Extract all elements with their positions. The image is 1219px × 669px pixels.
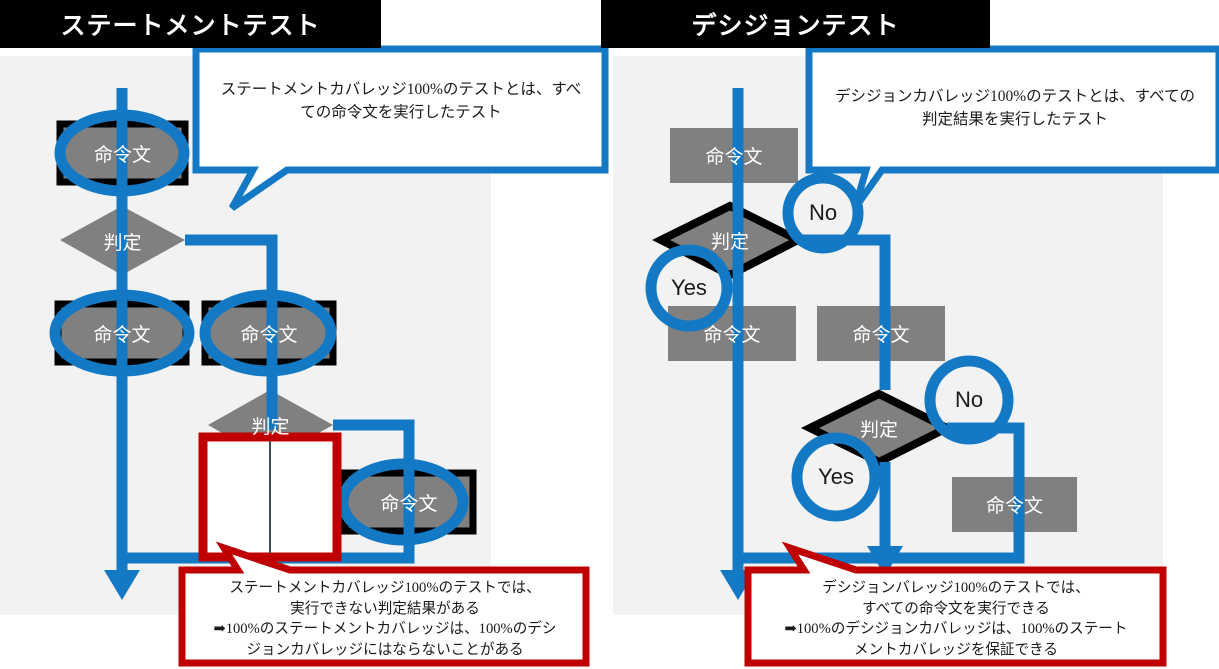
branch-label-decision-2-no: No <box>954 387 984 412</box>
callout-line: ての命令文を実行したテスト <box>300 104 502 122</box>
left-top-callout-frame <box>192 45 609 211</box>
callout-line: ジョンカバレッジにはならないことがある <box>246 642 524 659</box>
ellipse-process-4 <box>337 458 469 546</box>
ellipse-process-3 <box>199 289 337 377</box>
callout-line: 実行できない判定結果がある <box>290 600 480 617</box>
callout-line: デシジョンカバレッジ100%のテストとは、すべての <box>835 88 1195 105</box>
branch-label-decision-2-yes: Yes <box>818 464 854 489</box>
circle-decision-2-no <box>924 355 1014 445</box>
panel-title-text: デシジョンテスト <box>691 12 900 40</box>
circle-decision-2-yes <box>791 432 881 522</box>
circle-decision-1-yes <box>645 244 733 332</box>
right-branch-circles <box>645 172 1014 522</box>
right-top-callout-text: デシジョンカバレッジ100%のテストとは、すべての 判定結果を実行したテスト <box>820 85 1210 132</box>
ellipse-process-1 <box>54 109 190 197</box>
left-flow-arrowhead <box>104 570 140 600</box>
right-process-2-shape <box>668 306 796 361</box>
right-branch-arrowhead <box>867 546 903 576</box>
callout-line: ➡100%のステートメントカバレッジは、100%のデシ <box>213 621 557 638</box>
circle-decision-1-no <box>782 172 864 254</box>
ellipse-process-2 <box>49 289 195 377</box>
callout-line: 判定結果を実行したテスト <box>921 111 1108 129</box>
callout-line: ➡100%のデシジョンカバレッジは、100%のステート <box>784 621 1128 638</box>
panel-title-decision-test: デシジョンテスト <box>601 0 990 48</box>
right-bottom-callout-frame <box>744 541 1167 667</box>
callout-line: ステートメントカバレッジ100%のテストとは、すべ <box>220 81 582 98</box>
branch-label-decision-1-no: No <box>808 200 838 225</box>
right-top-callout-frame <box>805 45 1219 211</box>
left-bottom-callout-frame <box>178 541 590 667</box>
right-bottom-callout-text: デシジョンバレッジ100%のテストでは、 すべての命令文を実行できる ➡100%… <box>757 578 1155 661</box>
left-coverage-ellipses <box>49 109 469 546</box>
callout-line: デシジョンバレッジ100%のテストでは、 <box>822 580 1090 596</box>
left-flowchart <box>49 45 609 667</box>
panel-title-statement-test: ステートメントテスト <box>0 0 381 48</box>
left-top-callout-text: ステートメントカバレッジ100%のテストとは、すべ ての命令文を実行したテスト <box>206 78 596 125</box>
left-bottom-callout-text: ステートメントカバレッジ100%のテストでは、 実行できない判定結果がある ➡1… <box>190 578 580 661</box>
callout-line: ステートメントカバレッジ100%のテストでは、 <box>229 580 541 596</box>
branch-label-decision-1-yes: Yes <box>671 275 707 300</box>
callout-line: すべての命令文を実行できる <box>862 600 1050 617</box>
panel-title-text: ステートメントテスト <box>60 12 321 40</box>
callout-line: メントカバレッジを保証できる <box>853 642 1059 659</box>
right-flowchart <box>645 45 1219 667</box>
